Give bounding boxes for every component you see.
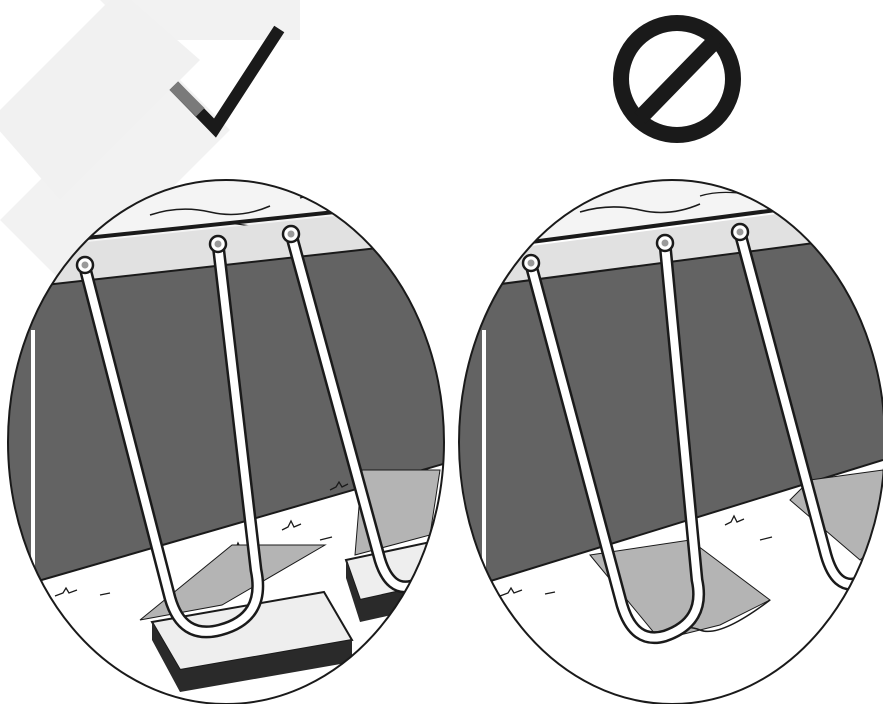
incorrect-setup-panel	[455, 170, 883, 704]
prohibited-icon	[621, 23, 733, 135]
